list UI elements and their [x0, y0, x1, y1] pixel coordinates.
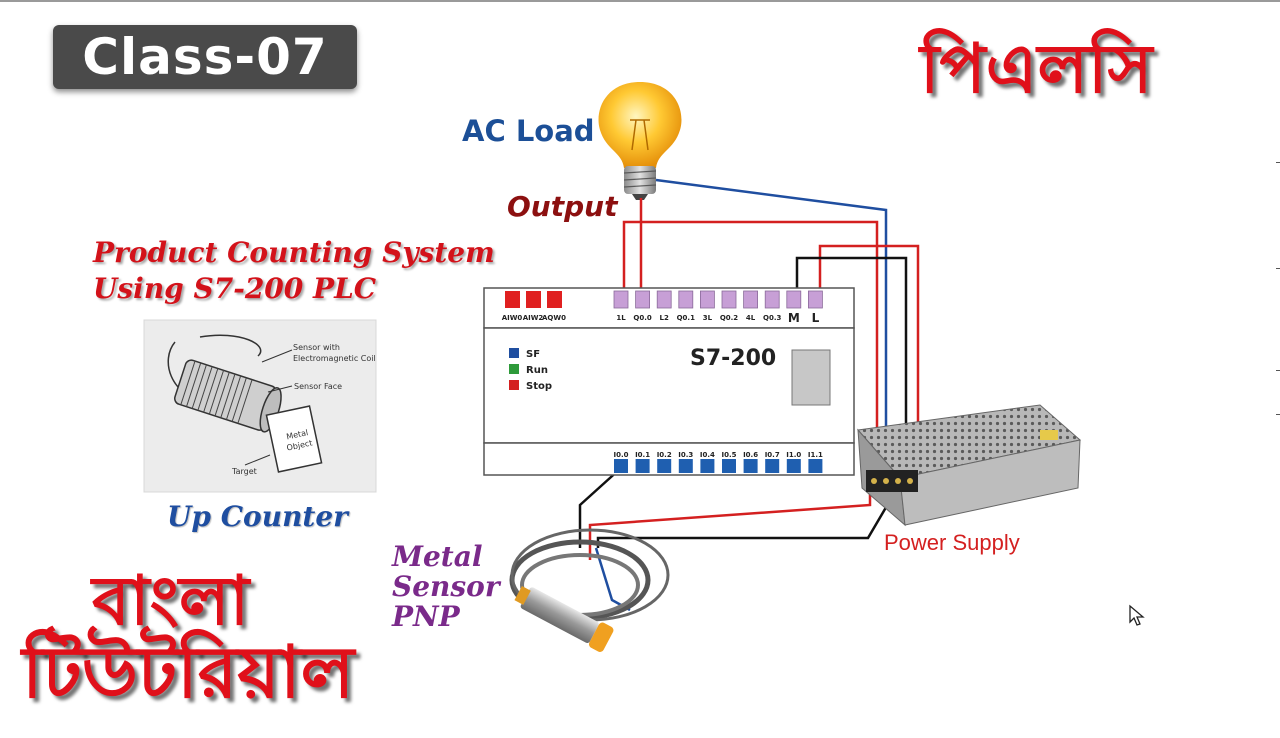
input-terminal-label: I0.6 [743, 451, 758, 459]
input-terminal [743, 459, 758, 473]
output-terminal-label: 3L [703, 314, 713, 322]
output-terminal [743, 290, 758, 309]
output-terminal [700, 290, 715, 309]
output-terminal-label: Q0.3 [763, 314, 781, 322]
input-terminal-label: I0.2 [657, 451, 672, 459]
input-terminal-label: I0.4 [700, 451, 715, 459]
analog-terminal [526, 291, 541, 308]
mouse-cursor-icon [1129, 604, 1145, 626]
light-bulb-icon [598, 82, 682, 200]
input-terminal [678, 459, 693, 473]
input-terminal [657, 459, 672, 473]
input-terminal-label: I1.0 [786, 451, 801, 459]
project-title-line1: Product Counting System [93, 236, 495, 269]
coil-label-1: Sensor with [293, 343, 340, 352]
class-badge: Class-07 [53, 25, 357, 89]
coil-label-2: Electromagnetic Coil [293, 354, 376, 363]
plc-title-bangla: পিএলসি [920, 30, 1153, 109]
metal-sensor-label-1: Metal [392, 540, 483, 573]
status-led-stop [509, 380, 519, 390]
output-terminal-label: L [812, 311, 820, 325]
output-terminal-label: Q0.2 [720, 314, 738, 322]
output-terminal [721, 290, 737, 309]
ac-load-label: AC Load [462, 114, 595, 148]
power-supply-unit [857, 404, 1082, 527]
up-counter-label: Up Counter [167, 500, 348, 533]
sensor-face-label: Sensor Face [294, 382, 342, 391]
output-terminal-label: L2 [660, 314, 669, 322]
output-terminal [786, 290, 802, 309]
object-label-1: Metal [285, 428, 308, 441]
input-terminal [786, 459, 801, 473]
input-terminal [635, 459, 650, 473]
output-terminal [635, 290, 650, 309]
analog-terminal [505, 291, 520, 308]
status-led-sf [509, 348, 519, 358]
input-terminal [700, 459, 715, 473]
top-border [0, 0, 1280, 2]
power-supply-label: Power Supply [884, 530, 1020, 555]
tutorial-title: টিউটরিয়াল [22, 630, 355, 714]
input-terminal-label: I1.1 [808, 451, 823, 459]
input-terminal-label: I0.0 [613, 451, 628, 459]
status-led-label: Run [526, 365, 548, 376]
status-led-label: Stop [526, 381, 552, 392]
project-title-line2: Using S7-200 PLC [93, 272, 377, 305]
analog-terminal [547, 291, 562, 308]
input-terminal [722, 459, 736, 473]
bangla-title: বাংলা [92, 562, 250, 641]
input-terminal-label: I0.1 [635, 451, 650, 459]
input-terminal-label: I0.7 [765, 451, 780, 459]
output-terminal-label: Q0.0 [633, 314, 651, 322]
status-led-run [509, 364, 519, 374]
plc-model-label: S7-200 [690, 346, 776, 371]
status-led-label: SF [526, 349, 540, 360]
output-terminal [656, 290, 672, 309]
metal-sensor-label-3: PNP [392, 600, 460, 633]
metal-sensor-icon [509, 528, 670, 652]
analog-terminal-label: AIW2 [523, 314, 544, 322]
analog-terminal-label: AQW0 [542, 314, 566, 322]
input-terminal-label: I0.3 [678, 451, 693, 459]
input-terminal [614, 459, 628, 473]
input-terminal [808, 459, 823, 473]
output-terminal-label: 4L [746, 314, 756, 322]
output-terminal [678, 290, 694, 309]
output-terminal-label: Q0.1 [677, 314, 695, 322]
output-label: Output [507, 190, 618, 223]
analog-terminal-label: AIW0 [502, 314, 523, 322]
output-terminal [613, 290, 629, 309]
output-terminal [808, 290, 823, 309]
metal-sensor-label-2: Sensor [392, 570, 500, 603]
output-terminal-label: 1L [616, 314, 626, 322]
target-label: Target [231, 467, 257, 476]
output-terminal [764, 290, 780, 309]
input-terminal-label: I0.5 [721, 451, 736, 459]
sensor-illustration: Sensor with Electromagnetic Coil Sensor … [143, 319, 377, 493]
input-terminal [765, 459, 780, 473]
output-terminal-label: M [788, 311, 800, 325]
wiring-diagram: Sensor with Electromagnetic Coil Sensor … [143, 82, 1082, 652]
